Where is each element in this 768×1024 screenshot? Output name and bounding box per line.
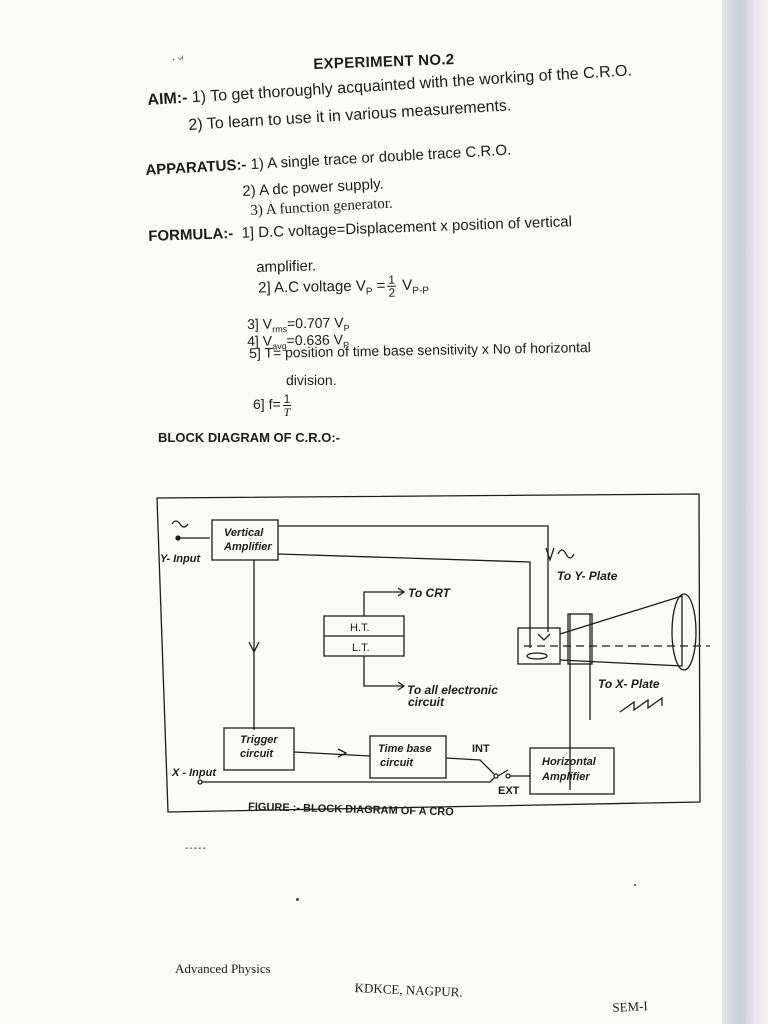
formula-period-cont: division. [286,372,337,388]
time-base-label-2: circuit [380,757,414,769]
figure-caption: FIGURE :- BLOCK DIAGRAM OF A CRO [248,801,454,818]
trigger-circuit-box [223,727,295,771]
page-edge [722,0,768,1024]
ac-source-icon [171,520,189,528]
speck [634,884,636,886]
to-all-label-2: circuit [408,695,445,709]
f3-a: 3] V [247,315,273,332]
horizontal-amp-label-1: Horizontal [542,756,597,768]
horizontal-amp-label-2: Amplifier [541,771,590,783]
ext-label: EXT [498,785,520,797]
frac-den: 2 [388,285,396,300]
trigger-label-2: circuit [240,748,274,760]
formula-ac-v: V [397,276,413,295]
to-x-plate-label: To X- Plate [598,677,660,691]
sawtooth-icon [619,696,663,713]
time-base-label-1: Time base [378,743,432,755]
trigger-label-1: Trigger [240,734,278,746]
ht-label: H.T. [350,622,370,634]
y-plate-wave-icon [545,547,575,563]
f6-num: 1 [282,392,292,406]
formula-ac-vsub: P-P [412,285,430,297]
to-all-label-1: To all electronic [407,683,498,697]
cro-block-diagram: Vertical Amplifier Y- Input To Y- Plate … [156,493,710,818]
crt-tube-icon [517,593,710,790]
footer-course: Advanced Physics [175,961,271,976]
x-input-label: X - Input [171,767,217,779]
vertical-amp-label-1: Vertical [224,527,264,539]
horizontal-amplifier-box [529,747,615,795]
vertical-amp-label-2: Amplifier [223,541,272,553]
corner-mark: · ᵕᵎ [172,54,184,65]
f3-b: =0.707 V [286,314,344,332]
f6-den: T [283,405,291,419]
formula-label: FORMULA:- [148,225,234,245]
formula-dc-cont: amplifier. [256,257,317,276]
time-base-box [369,735,447,779]
diagram-frame [156,493,701,813]
speck [296,898,299,901]
to-y-plate-label: To Y- Plate [557,569,618,583]
block-diagram-heading: BLOCK DIAGRAM OF C.R.O:- [158,430,340,445]
formula-ac-text: 2] A.C voltage V [258,277,366,297]
vertical-amplifier-box [211,519,279,561]
aim-label: AIM:- [147,89,188,109]
footer-semester: SEM-I [612,998,649,1015]
lt-label: L.T. [352,642,370,654]
y-input-label: Y- Input [160,553,201,565]
dash-mark: ----- [185,843,207,854]
formula-ac-eq: = [372,277,386,295]
f6-prefix: 6] f= [253,396,281,413]
to-crt-label: To CRT [408,586,452,600]
int-label: INT [472,743,490,755]
document-page [0,0,735,1024]
